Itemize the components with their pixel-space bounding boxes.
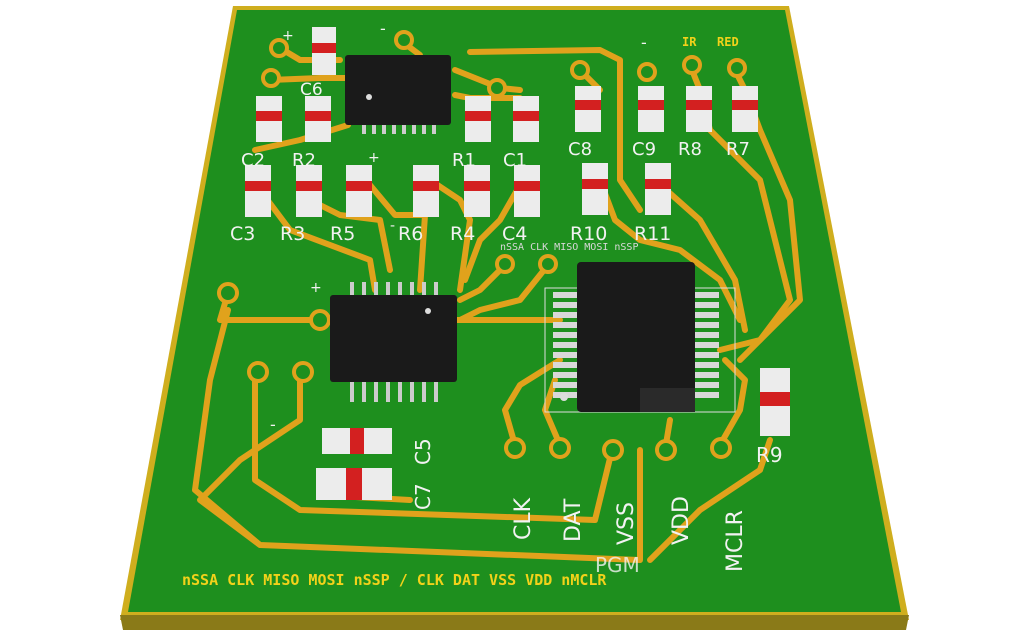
c8-part <box>575 86 601 132</box>
label-r2: R2 <box>292 150 316 171</box>
label-r9: R9 <box>756 443 783 467</box>
label-r8: R8 <box>678 139 702 160</box>
label-minus3: - <box>641 33 647 52</box>
board-side <box>120 615 909 630</box>
c7-part <box>316 468 392 500</box>
r7-part <box>732 86 758 132</box>
label-r10: R10 <box>570 223 607 245</box>
r8-part <box>686 86 712 132</box>
label-c7: C7 <box>411 483 435 510</box>
label-r7: R7 <box>726 139 750 160</box>
label-c9: C9 <box>632 139 656 160</box>
label-c3: C3 <box>230 223 255 245</box>
label-c6: C6 <box>300 80 323 100</box>
c9-part <box>638 86 664 132</box>
label-minus4: - <box>270 415 276 434</box>
label-c8: C8 <box>568 139 592 160</box>
label-r4: R4 <box>450 223 475 245</box>
label-ir: IR <box>682 35 697 49</box>
label-red: RED <box>717 35 739 49</box>
label-r5: R5 <box>330 223 355 245</box>
silkscreen: + - C6 C2 R2 + R1 C1 C8 C9 R8 R7 - IR RE… <box>182 19 783 589</box>
label-bottom: nSSA CLK MISO MOSI nSSP / CLK DAT VSS VD… <box>182 571 607 589</box>
label-hdr-dat: DAT <box>561 498 586 542</box>
smd-parts <box>245 27 790 500</box>
label-hdr-clk: CLK <box>511 497 536 540</box>
c3-part <box>245 165 271 217</box>
ic-left <box>330 282 457 402</box>
label-hdr-mclr: MCLR <box>723 510 748 572</box>
r2-part <box>305 96 331 142</box>
r4-part <box>464 165 490 217</box>
label-r11: R11 <box>634 223 671 245</box>
board-top <box>128 10 901 612</box>
label-hdr-vdd: VDD <box>669 496 694 545</box>
vias <box>217 30 747 461</box>
r11-part <box>645 163 671 215</box>
c2-part <box>256 96 282 142</box>
r10-part <box>582 163 608 215</box>
label-r6: R6 <box>398 223 423 245</box>
label-c1: C1 <box>503 150 527 171</box>
c4-part <box>514 165 540 217</box>
c5-part <box>322 428 392 454</box>
label-plus3: + <box>310 280 322 296</box>
ic-top <box>345 55 451 134</box>
c1-part <box>513 96 539 142</box>
label-c2: C2 <box>241 150 265 171</box>
label-minus1: - <box>380 19 386 38</box>
label-plus2: + <box>368 150 380 166</box>
label-c5: C5 <box>411 438 435 465</box>
label-minus2: - <box>390 218 395 234</box>
label-plus1: + <box>282 28 294 44</box>
ic-main <box>544 262 736 413</box>
r3-part <box>296 165 322 217</box>
r5-part <box>346 165 372 217</box>
label-c4: C4 <box>502 223 527 245</box>
label-r1: R1 <box>452 150 476 171</box>
label-spi: nSSA CLK MISO MOSI nSSP <box>500 242 638 253</box>
label-r3: R3 <box>280 223 305 245</box>
c6-part <box>312 27 336 75</box>
r6-part <box>413 165 439 217</box>
r9-part <box>760 368 790 436</box>
label-pgm: PGM <box>595 553 640 577</box>
r1-part <box>465 96 491 142</box>
label-hdr-vss: VSS <box>614 502 639 545</box>
